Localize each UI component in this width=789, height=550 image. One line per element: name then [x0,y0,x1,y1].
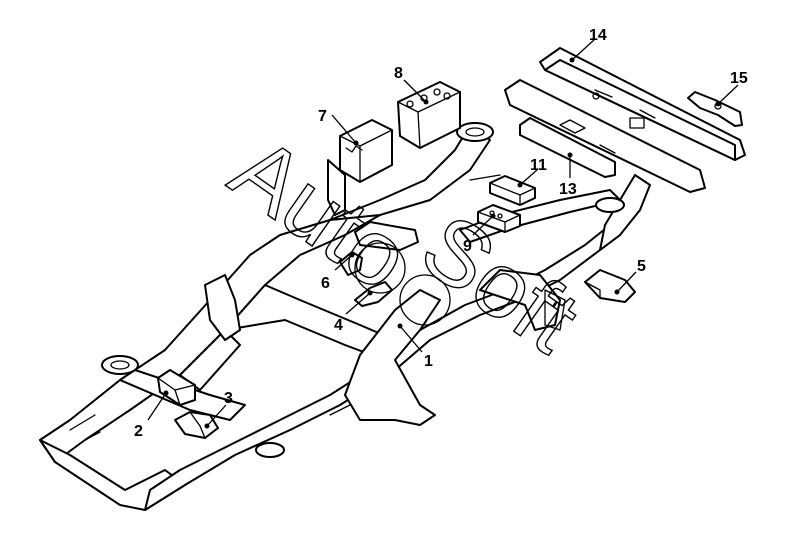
callout-11: 11 [530,157,547,174]
callout-15: 15 [730,70,748,87]
watermark-word-2: Soft [404,195,597,372]
callout-4: 4 [334,317,343,334]
callout-9: 9 [463,238,472,255]
callout-2: 2 [134,423,143,440]
callout-5: 5 [637,258,646,275]
battery [397,81,461,149]
callout-13: 13 [559,181,577,198]
watermark-ring [354,242,406,294]
callout-3: 3 [224,390,233,407]
rear-crossmember [504,79,706,193]
rear-bumper [539,47,746,161]
callout-6: 6 [321,275,330,292]
callout-1: 1 [424,353,433,370]
callout-8: 8 [394,65,403,82]
watermark-ring [399,274,451,326]
bracket-2 [157,369,196,406]
mount-9 [477,204,521,233]
leader-lines [147,39,739,429]
bracket-3 [174,411,219,439]
callout-labels: 1 2 3 4 5 6 7 8 9 11 13 14 15 [134,27,748,440]
mount-11 [489,175,536,206]
chassis-frame [39,122,651,511]
callout-14: 14 [589,27,607,44]
callout-7: 7 [318,108,327,125]
battery-tray [327,119,393,216]
bracket-5 [584,269,636,303]
